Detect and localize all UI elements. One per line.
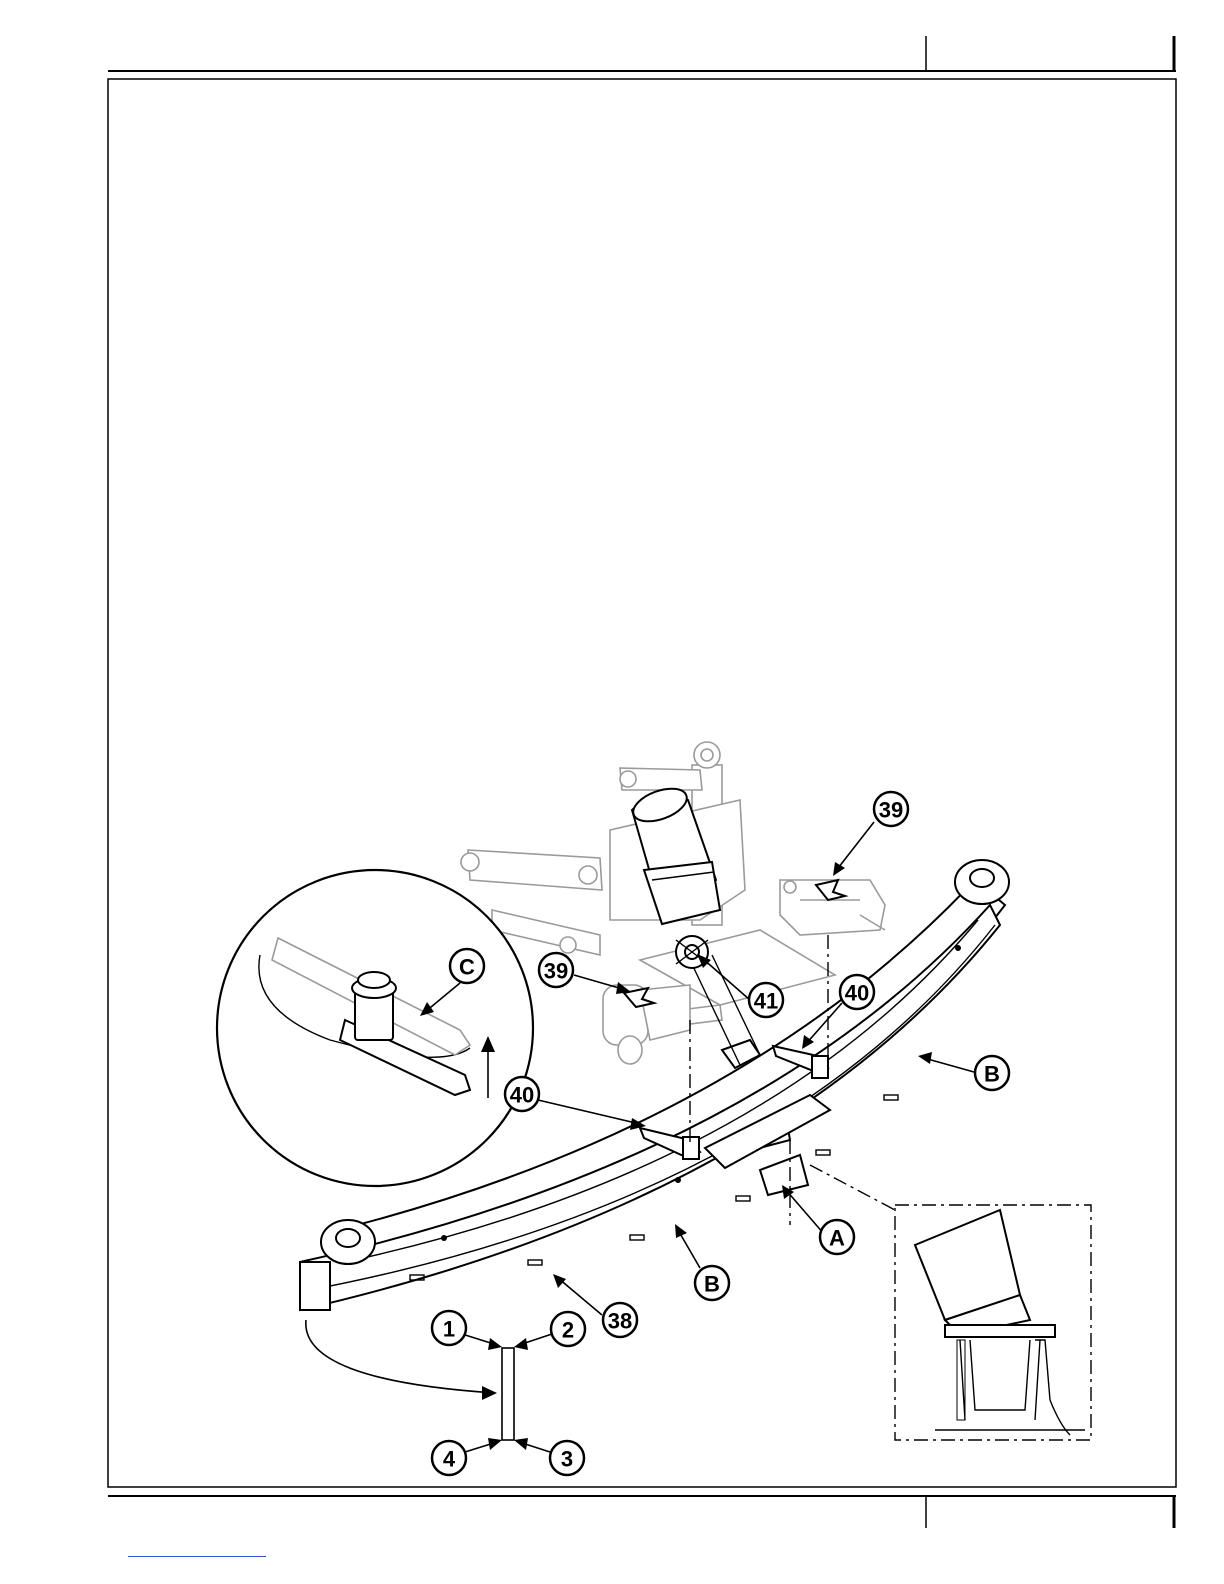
callout-40-right: 40 [840, 975, 874, 1009]
callout-40-left-label: 40 [510, 1083, 534, 1108]
callout-38: 38 [603, 1303, 637, 1337]
callout-4: 4 [432, 1441, 466, 1475]
callout-39-left: 39 [539, 953, 573, 987]
callout-2-label: 2 [562, 1318, 574, 1343]
callout-c-label: C [459, 955, 475, 980]
callout-b-bottom-label: B [704, 1272, 720, 1297]
callout-a-label: A [829, 1226, 845, 1251]
callout-39-left-label: 39 [544, 959, 568, 984]
callout-b-right-label: B [984, 1062, 1000, 1087]
callout-41: 41 [749, 983, 783, 1017]
callout-4-label: 4 [443, 1447, 456, 1472]
callout-38-label: 38 [608, 1309, 632, 1334]
detail-c-view [217, 870, 533, 1186]
callout-41-label: 41 [754, 989, 778, 1014]
callout-40-left: 40 [505, 1077, 539, 1111]
callout-b-right: B [975, 1056, 1009, 1090]
callout-39-top-label: 39 [879, 798, 903, 823]
callout-a: A [820, 1220, 854, 1254]
callout-b-bottom: B [695, 1266, 729, 1300]
callout-40-right-label: 40 [845, 981, 869, 1006]
callout-3-label: 3 [561, 1447, 573, 1472]
callout-39-top: 39 [874, 792, 908, 826]
callout-1-label: 1 [443, 1317, 455, 1342]
hose-detail-inset [895, 1205, 1091, 1440]
callout-c: C [450, 949, 484, 983]
blade-edge-detail [306, 1320, 514, 1440]
callout-2: 2 [551, 1312, 585, 1346]
callout-1: 1 [432, 1311, 466, 1345]
callout-3: 3 [550, 1441, 584, 1475]
footer-link-underline[interactable] [128, 1556, 266, 1557]
